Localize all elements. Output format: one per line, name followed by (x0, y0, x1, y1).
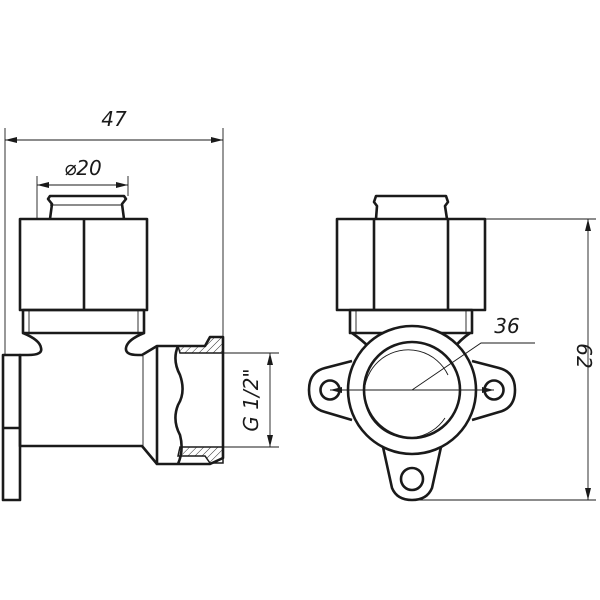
compression-nut (335, 217, 487, 312)
section-break-line (174, 345, 184, 465)
dim-overall-width: 47 (101, 107, 127, 131)
dim-pipe-diameter: ⌀20 (64, 156, 102, 180)
front-view: 36 62 (307, 194, 596, 502)
body-neck-right (124, 331, 158, 357)
dim-overall-height: 62 (572, 343, 596, 368)
collar (21, 308, 146, 335)
pipe-cap (372, 194, 450, 220)
hatched-section-bottom (177, 446, 224, 464)
mounting-ear-left (307, 359, 353, 422)
threaded-outlet (155, 335, 225, 466)
mounting-hole-bottom (399, 466, 425, 492)
leader-line (411, 342, 535, 391)
mounting-ear-right (471, 359, 517, 422)
dim-mounting-holes: 36 (494, 314, 519, 338)
body-neck (18, 331, 158, 465)
pipe-cap (46, 194, 128, 220)
dim-thread: G 1/2" (239, 368, 263, 431)
side-view: 47 ⌀20 G 1/2" (1, 107, 279, 502)
